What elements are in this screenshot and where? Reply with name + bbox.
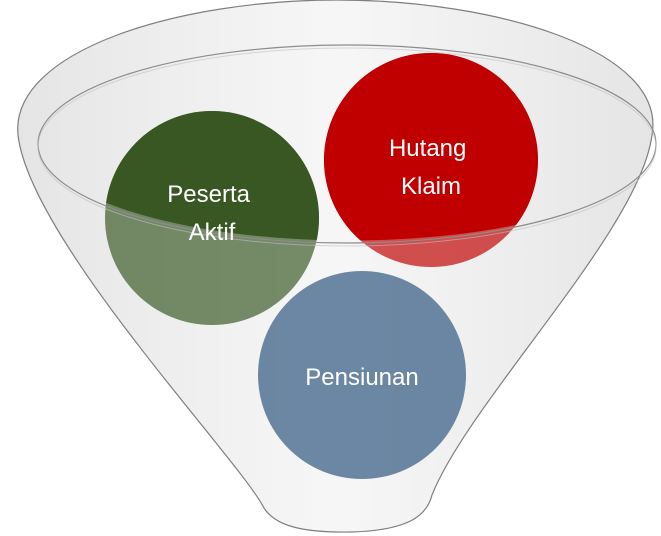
label-peserta-aktif-line1: Peserta: [167, 181, 250, 208]
circle-hutang-klaim-top: [324, 53, 538, 241]
label-peserta-aktif-line2: Aktif: [189, 219, 236, 246]
label-hutang-klaim-line1: Hutang: [389, 135, 466, 162]
label-hutang-klaim-line2: Klaim: [401, 173, 461, 200]
label-pensiunan: Pensiunan: [305, 364, 418, 391]
label-pensiunan-line1: Pensiunan: [305, 364, 418, 391]
circle-peserta-aktif-top: [105, 111, 319, 241]
funnel-rim-shadow: [37, 47, 657, 247]
label-hutang-klaim: Hutang Klaim: [389, 135, 473, 200]
label-peserta-aktif: Peserta Aktif: [167, 181, 256, 246]
circle-pensiunan: [258, 271, 466, 479]
